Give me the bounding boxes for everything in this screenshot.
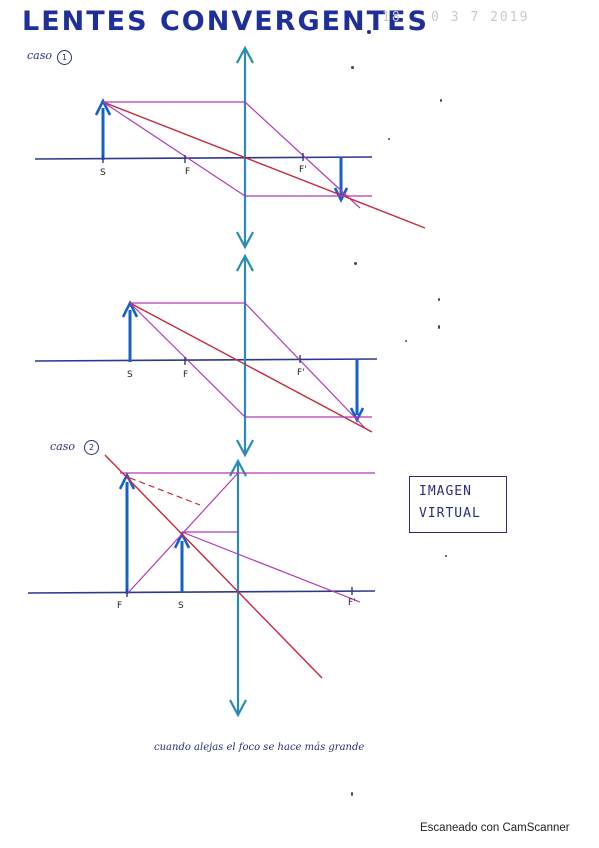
d2-focus-right: F' xyxy=(297,368,305,378)
speck xyxy=(405,340,407,342)
diagram-3 xyxy=(27,454,376,718)
d3-focus-right: F' xyxy=(348,598,356,608)
ray-from-focus xyxy=(126,472,239,595)
ray-focal-1 xyxy=(102,101,246,197)
bleed-through-text: 18 · 0 3 7 2019 xyxy=(382,10,530,25)
ray-focal-2 xyxy=(129,302,246,418)
d2-object-label: S xyxy=(127,370,133,380)
image-arrowhead-1 xyxy=(333,187,349,203)
case-2-label: caso xyxy=(50,440,75,453)
speck xyxy=(354,262,357,265)
d1-focus-right: F' xyxy=(299,165,307,175)
virtual-line-1: IMAGEN xyxy=(419,484,472,499)
speck xyxy=(445,555,447,557)
speck xyxy=(351,792,353,796)
d1-object-label: S xyxy=(100,168,106,178)
diagram-2 xyxy=(34,253,378,458)
handwritten-note: cuando alejas el foco se hace más grande xyxy=(154,742,365,753)
lens-1-bottom-arrow xyxy=(236,231,254,250)
ray-center-1 xyxy=(102,101,426,229)
speck xyxy=(351,66,354,69)
d2-focus-left: F xyxy=(183,370,189,380)
case-1-label: caso xyxy=(27,49,52,62)
virtual-image-arrowhead xyxy=(118,472,136,490)
optical-axis-2 xyxy=(34,358,378,362)
scanner-watermark: Escaneado con CamScanner xyxy=(420,822,570,834)
ray-refracted-3 xyxy=(181,531,361,603)
speck xyxy=(440,99,442,102)
lens-2-bottom-arrow xyxy=(236,439,254,458)
speck xyxy=(388,138,390,140)
virtual-image-box xyxy=(409,476,507,533)
object-arrowhead-1 xyxy=(94,98,112,116)
optical-axis-1 xyxy=(34,156,373,160)
lens-2-top-arrow xyxy=(236,253,254,272)
ray-center-3 xyxy=(104,454,323,679)
case-1-number: 1 xyxy=(57,50,72,65)
title-period xyxy=(367,30,371,34)
speck xyxy=(438,325,440,329)
ray-center-2 xyxy=(129,302,373,433)
virtual-line-2: VIRTUAL xyxy=(419,506,481,521)
d3-focus-left: F xyxy=(117,601,123,611)
speck xyxy=(438,298,440,301)
case-2-number: 2 xyxy=(84,440,99,455)
lens-1-top-arrow xyxy=(236,45,254,64)
ray-dashed-ext xyxy=(129,477,201,506)
diagram-1 xyxy=(34,45,426,250)
optical-axis-3 xyxy=(27,590,376,594)
lens-3-bottom-arrow xyxy=(229,699,247,718)
lens-3-top-arrow xyxy=(229,458,247,477)
ray-refracted-2 xyxy=(244,302,366,429)
d1-focus-left: F xyxy=(185,167,191,177)
d3-object-label: S xyxy=(178,601,184,611)
page-title: LENTES CONVERGENTES xyxy=(22,6,429,37)
